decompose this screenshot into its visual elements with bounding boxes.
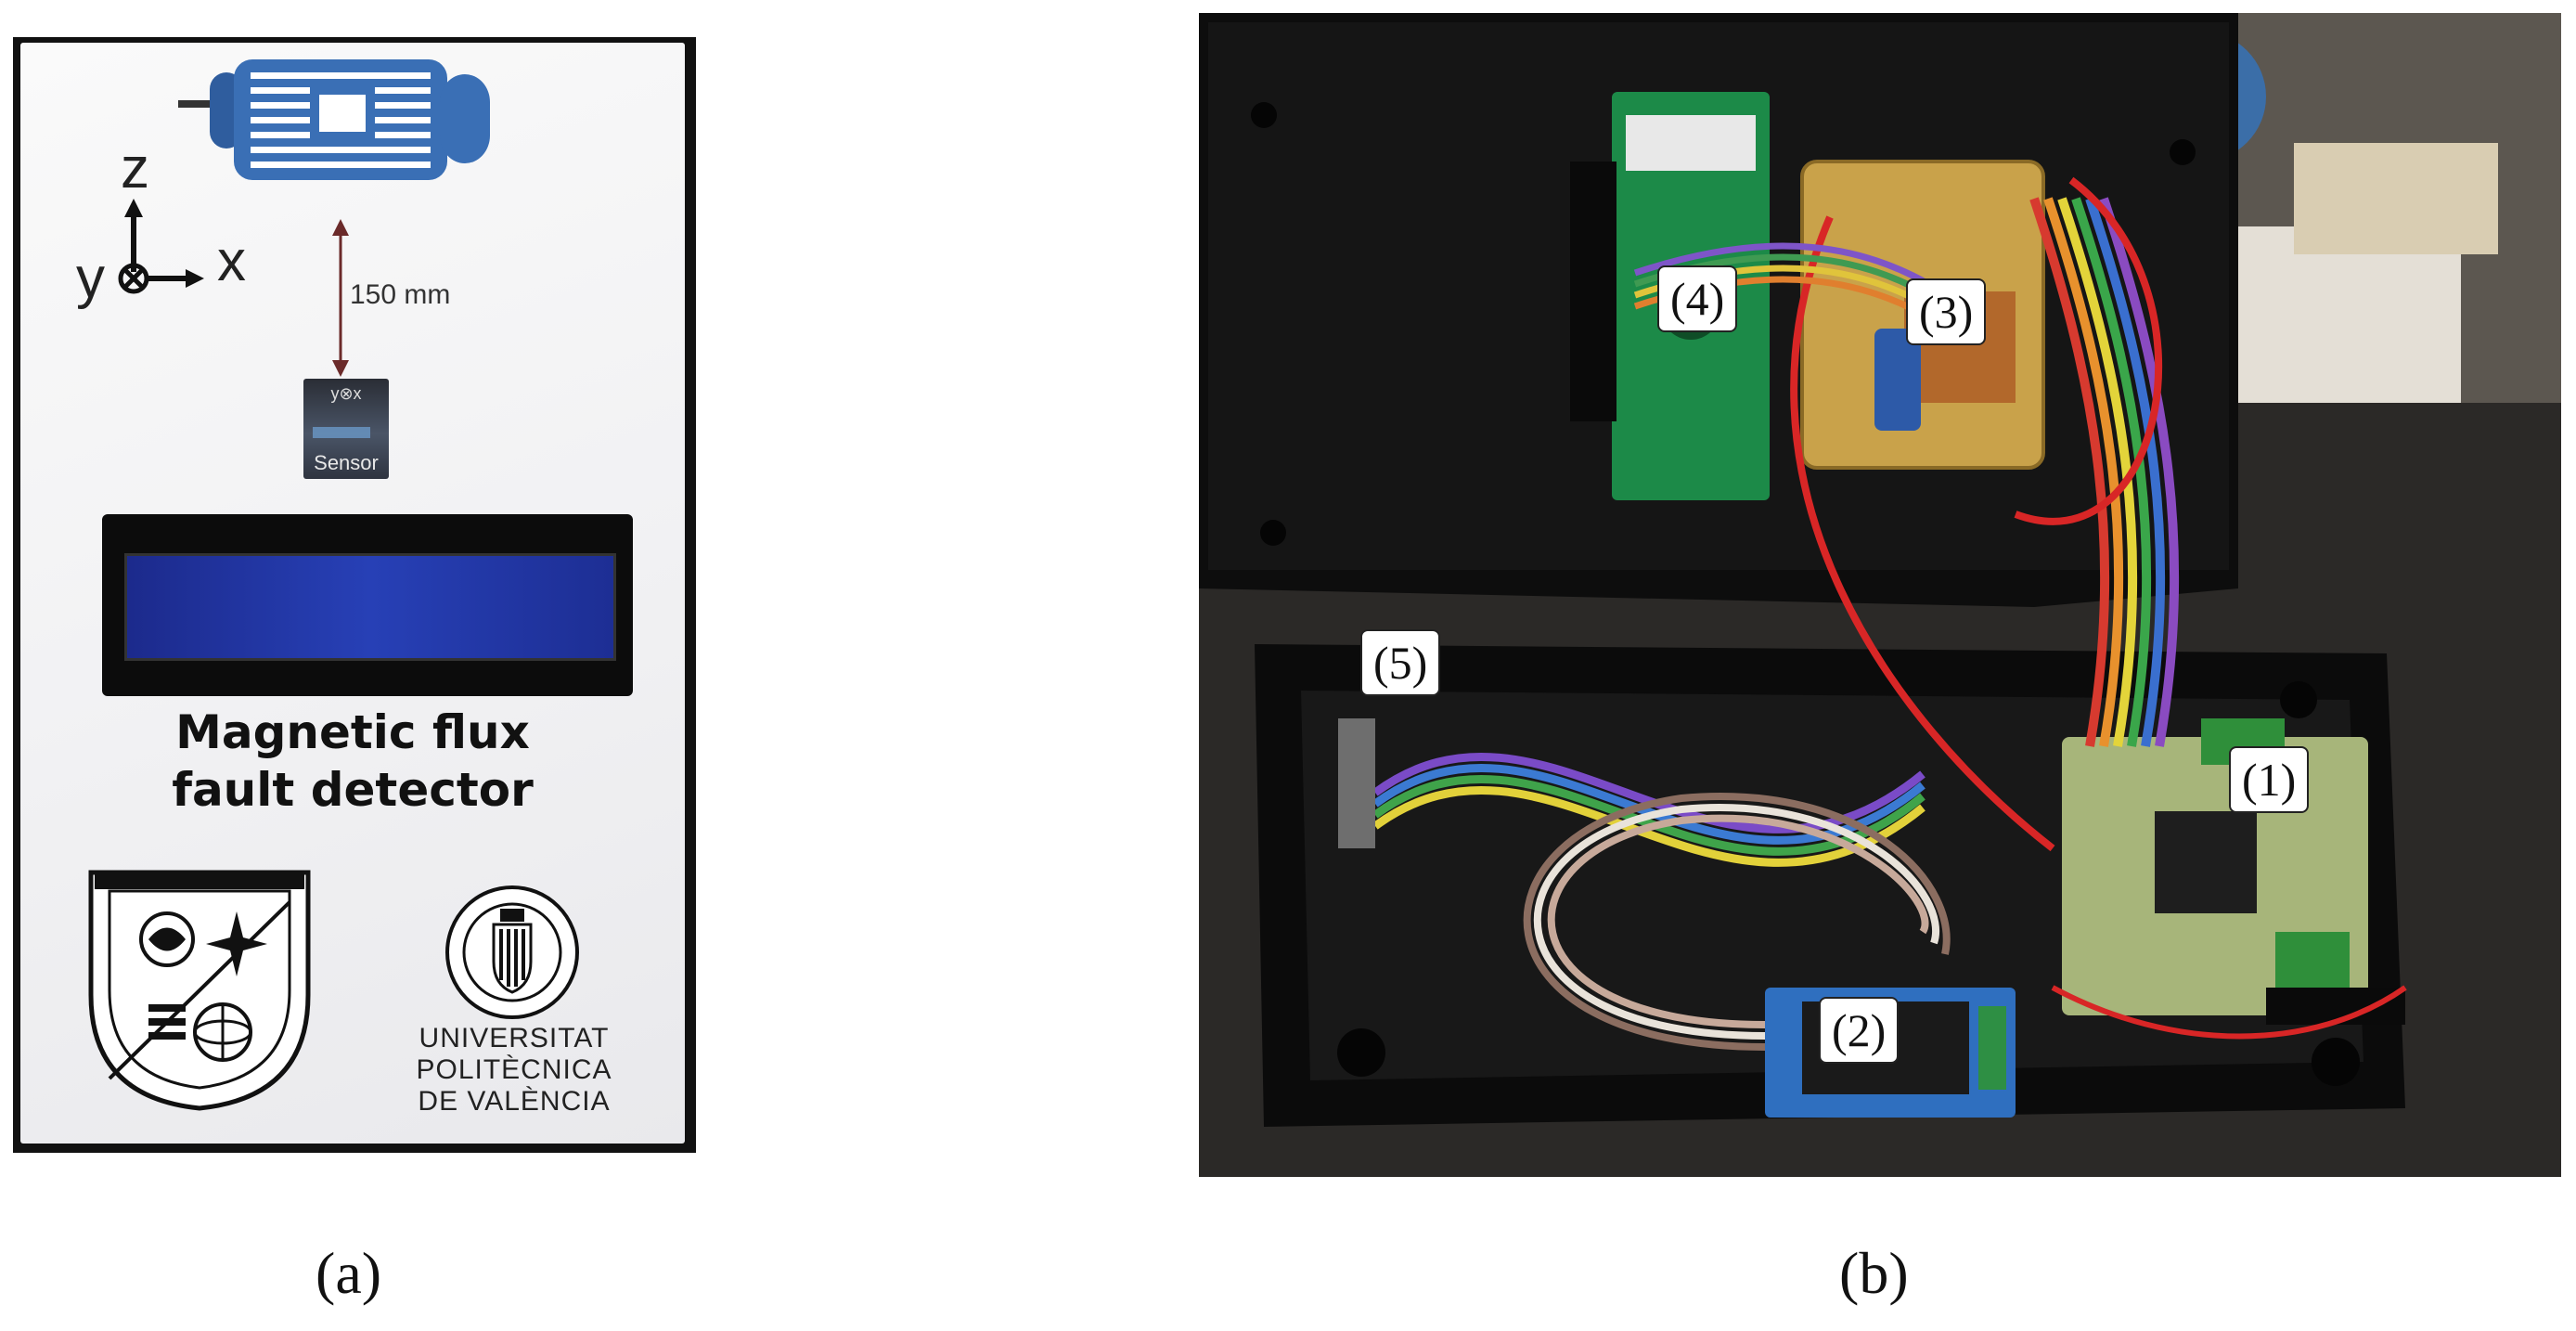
lcd-display	[102, 514, 633, 696]
sensor-label: Sensor	[314, 451, 379, 474]
axis-label-y: y	[76, 246, 105, 310]
caption-b: (b)	[1839, 1240, 1909, 1306]
callout-label-5: (5)	[1360, 629, 1441, 696]
enclosure-photo-illustration	[1199, 13, 2561, 1177]
upv-line2: POLITÈCNICA	[416, 1054, 612, 1085]
upv-line1: UNIVERSITAT	[419, 1023, 610, 1053]
sensor-chip: y⊗x Sensor	[303, 379, 389, 479]
caption-a: (a)	[316, 1240, 382, 1306]
sensor-stripe	[313, 427, 370, 438]
callout-label-2: (2)	[1819, 997, 1900, 1064]
axis-label-x: x	[217, 229, 246, 293]
device-front-label-card: z y x 150 mm y⊗x Sensor Magnetic flux fa…	[20, 43, 685, 1144]
callout-label-3: (3)	[1906, 278, 1987, 345]
lcd-screen	[124, 553, 616, 661]
callout-label-4: (4)	[1657, 265, 1738, 332]
motor-icon	[178, 59, 490, 180]
upv-seal-logo	[445, 885, 579, 1019]
upv-wordmark: UNIVERSITAT POLITÈCNICA DE VALÈNCIA	[403, 1023, 625, 1118]
device-title: Magnetic flux fault detector	[20, 704, 685, 819]
sensor-axes-label: y⊗x	[330, 384, 362, 403]
distance-arrow-icon	[332, 219, 349, 377]
photo-device-front: z y x 150 mm y⊗x Sensor Magnetic flux fa…	[13, 37, 696, 1153]
device-title-line1: Magnetic flux	[175, 705, 530, 759]
distance-label: 150 mm	[350, 279, 451, 310]
upv-line3: DE VALÈNCIA	[418, 1086, 611, 1117]
callout-label-1: (1)	[2229, 746, 2310, 813]
axis-label-z: z	[121, 136, 149, 200]
coordinate-axes-icon	[118, 199, 204, 294]
uaq-logo	[88, 870, 311, 1111]
photo-enclosure-internals: (1) (2) (3) (4) (5)	[1199, 13, 2561, 1177]
device-title-line2: fault detector	[172, 763, 534, 817]
